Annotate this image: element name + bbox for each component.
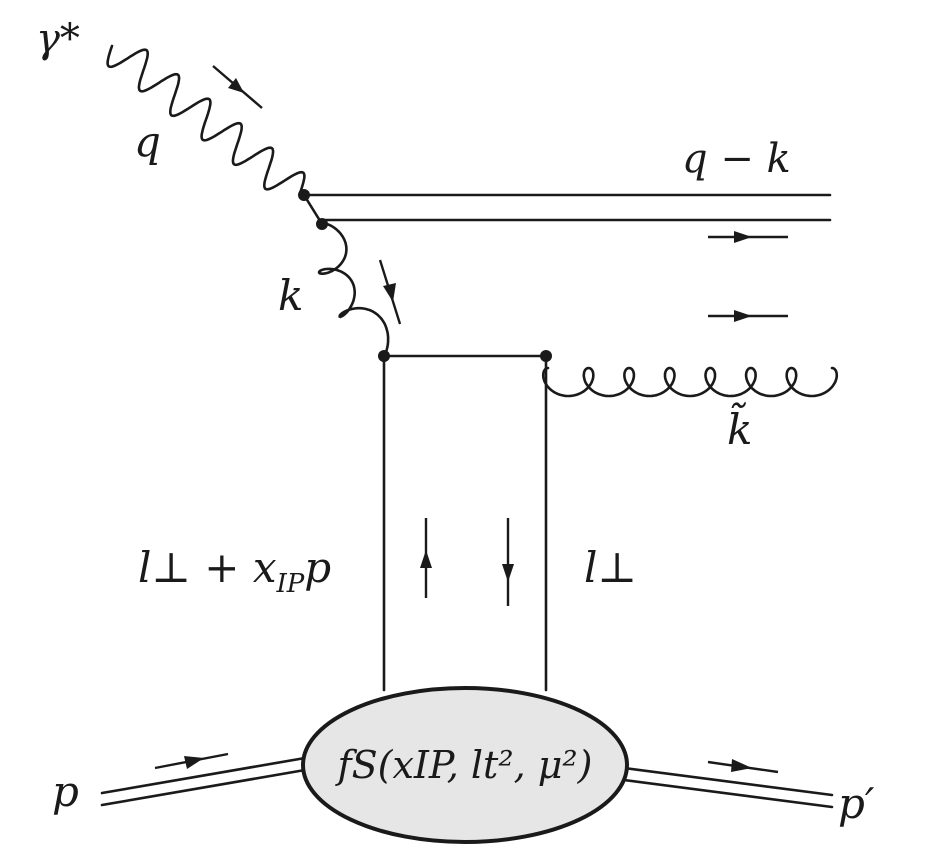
label-gluon-k: k (278, 271, 303, 320)
label-quark-line: q − k (682, 136, 791, 182)
outgoing-proton-arrow (707, 759, 779, 774)
emitted-gluon-line (541, 366, 839, 398)
photon-line (106, 44, 306, 195)
label-right-exchange: l⊥ (584, 543, 637, 592)
label-left-exchange: l⊥ + xIPp (138, 543, 331, 599)
label-left-exchange-main: l⊥ + x (138, 543, 277, 592)
svg-text:l⊥ + xIPp: l⊥ + xIPp (138, 543, 331, 599)
label-left-exchange-tail: p (304, 543, 331, 592)
label-blob-function: fS(xIP, lt², μ²) (335, 743, 593, 787)
outgoing-proton-line-lower (622, 778, 834, 809)
photon-arrow (212, 65, 263, 109)
label-photon-momentum: q (134, 117, 161, 166)
quark-propagator (302, 193, 324, 226)
gluon-k-line (317, 222, 390, 358)
incoming-proton-line-upper (100, 756, 307, 795)
outgoing-proton-line-upper (622, 766, 834, 797)
left-exchange-arrow (420, 518, 432, 598)
incoming-proton-arrow (154, 752, 229, 770)
right-exchange-arrow (502, 518, 514, 606)
quark-arrow (708, 231, 788, 243)
label-outgoing-proton: p′ (838, 779, 875, 828)
label-photon: γ* (36, 16, 80, 62)
gluon-k-arrow (378, 259, 402, 325)
label-left-exchange-sub: IP (276, 569, 305, 599)
proton-blob (301, 686, 629, 844)
emitted-gluon-arrow (708, 310, 788, 322)
label-emitted-gluon: k̃ (727, 401, 752, 454)
incoming-proton-line-lower (100, 768, 307, 807)
label-incoming-proton: p (52, 767, 79, 816)
